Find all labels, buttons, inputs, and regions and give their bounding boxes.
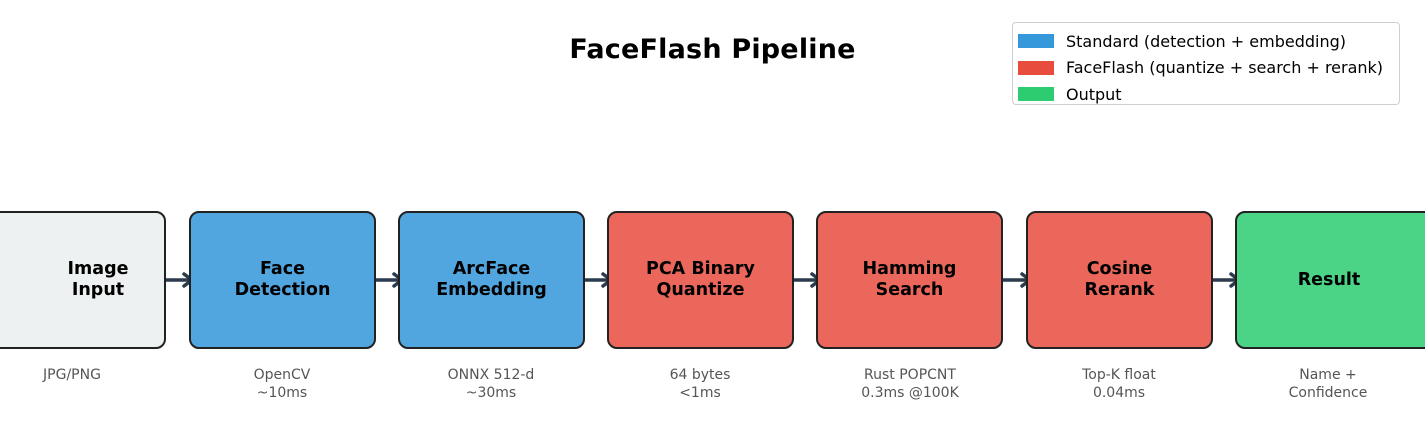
node-caption: 64 bytes <1ms	[669, 367, 731, 401]
node-caption: Top-K float 0.04ms	[1082, 367, 1156, 401]
node-label: Face Detection	[234, 259, 331, 300]
node-caption: Rust POPCNT 0.3ms @100K	[861, 367, 959, 401]
legend-swatch-standard	[1018, 34, 1054, 49]
node-caption: Name + Confidence	[1288, 367, 1368, 401]
legend-swatch-faceflash	[1018, 60, 1054, 75]
legend-item-output: Output	[1018, 81, 1399, 108]
node-caption: JPG/PNG	[43, 367, 101, 383]
node-face-detection: Face Detection	[189, 211, 376, 349]
node-pca-binary-quantize: PCA Binary Quantize	[607, 211, 794, 349]
diagram-title: FaceFlash Pipeline	[569, 34, 856, 65]
node-label: ArcFace Embedding	[436, 259, 547, 300]
node-label: PCA Binary Quantize	[646, 259, 755, 300]
node-result: Result	[1235, 211, 1425, 349]
node-image-input: Image Input	[0, 211, 166, 349]
legend-label-faceflash: FaceFlash (quantize + search + rerank)	[1066, 58, 1384, 78]
node-caption: ONNX 512-d ~30ms	[447, 367, 535, 401]
node-cosine-rerank: Cosine Rerank	[1026, 211, 1213, 349]
node-hamming-search: Hamming Search	[816, 211, 1003, 349]
node-label: Image Input	[67, 259, 129, 300]
node-label: Result	[1297, 269, 1361, 290]
node-label: Hamming Search	[862, 259, 957, 300]
legend-label-standard: Standard (detection + embedding)	[1066, 31, 1346, 51]
node-arcface-embedding: ArcFace Embedding	[398, 211, 585, 349]
node-caption: OpenCV ~10ms	[253, 367, 311, 401]
legend-item-standard: Standard (detection + embedding)	[1018, 28, 1399, 55]
node-label: Cosine Rerank	[1084, 259, 1155, 300]
legend-item-faceflash: FaceFlash (quantize + search + rerank)	[1018, 55, 1399, 82]
legend: Standard (detection + embedding) FaceFla…	[1012, 22, 1400, 105]
legend-swatch-output	[1018, 87, 1054, 102]
legend-label-output: Output	[1066, 84, 1122, 104]
